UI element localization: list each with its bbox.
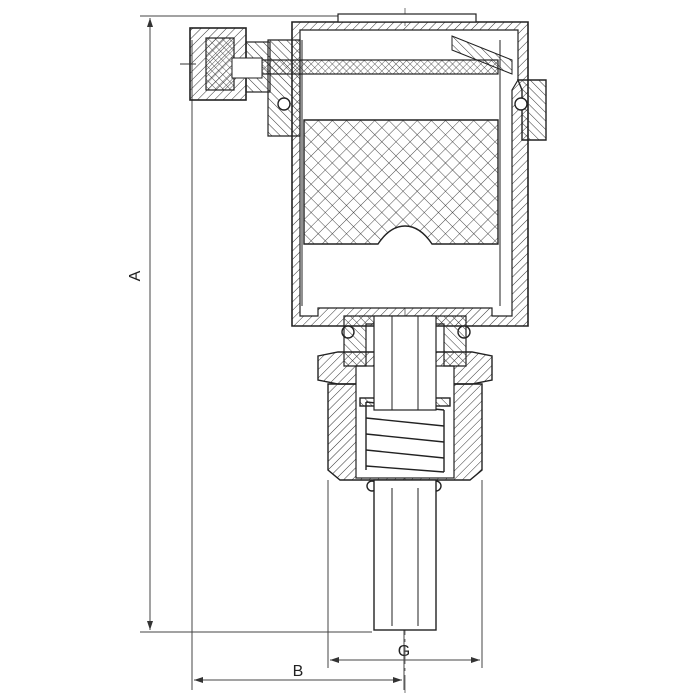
vent-cap [180, 27, 271, 101]
stem-tube [373, 315, 437, 631]
dimension-lines [140, 15, 483, 690]
dimension-g-label: G [398, 643, 410, 660]
float [303, 119, 499, 245]
lever-arm [261, 35, 513, 75]
dimension-b-label: B [293, 663, 304, 680]
dimension-a-label: A [127, 270, 144, 281]
